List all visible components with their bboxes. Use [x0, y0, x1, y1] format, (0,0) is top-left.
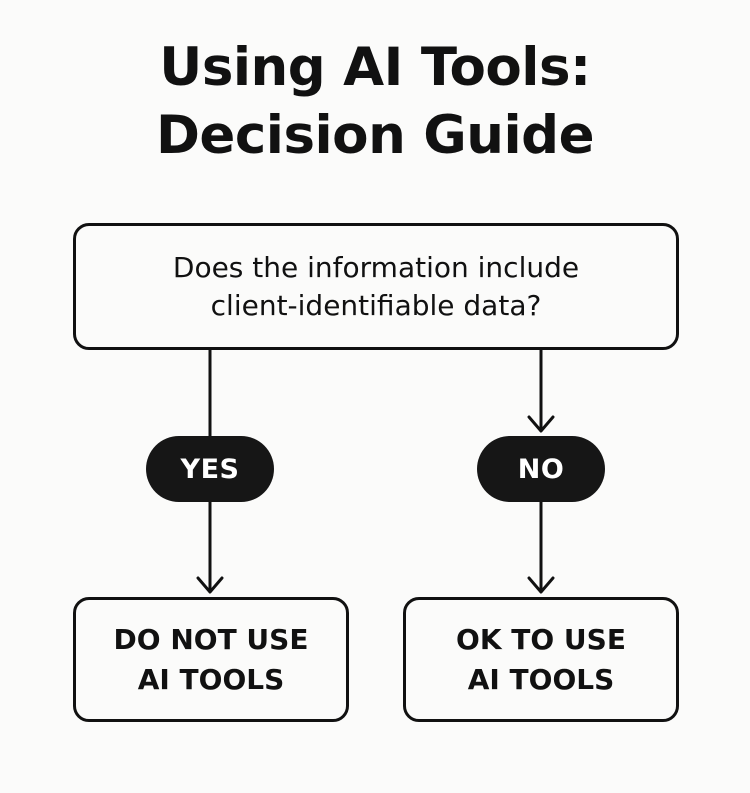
outcome-box-no: OK TO USE AI TOOLS — [403, 597, 679, 722]
question-line-1: Does the information include — [172, 250, 580, 284]
no-pill: NO — [477, 436, 605, 502]
title-line-2: Decision Guide — [155, 105, 595, 166]
outcome-yes-line-2: AI TOOLS — [137, 662, 285, 696]
outcome-yes-line-1: DO NOT USE — [113, 622, 309, 656]
question-box: Does the information include client-iden… — [73, 223, 679, 350]
outcome-no-line-2: AI TOOLS — [467, 662, 615, 696]
outcome-text-yes: DO NOT USE AI TOOLS — [114, 620, 309, 700]
question-line-2: client-identifiable data? — [210, 288, 542, 322]
outcome-box-yes: DO NOT USE AI TOOLS — [73, 597, 349, 722]
yes-pill: YES — [146, 436, 274, 502]
diagram-title: Using AI Tools: Decision Guide — [0, 34, 750, 170]
outcome-text-no: OK TO USE AI TOOLS — [456, 620, 626, 700]
title-line-1: Using AI Tools: — [159, 37, 591, 98]
question-text: Does the information include client-iden… — [173, 249, 579, 325]
arrowhead-no-outcome — [527, 576, 555, 594]
outcome-no-line-1: OK TO USE — [456, 622, 626, 656]
arrowhead-no-pill — [527, 415, 555, 433]
arrowhead-yes-outcome — [196, 576, 224, 594]
